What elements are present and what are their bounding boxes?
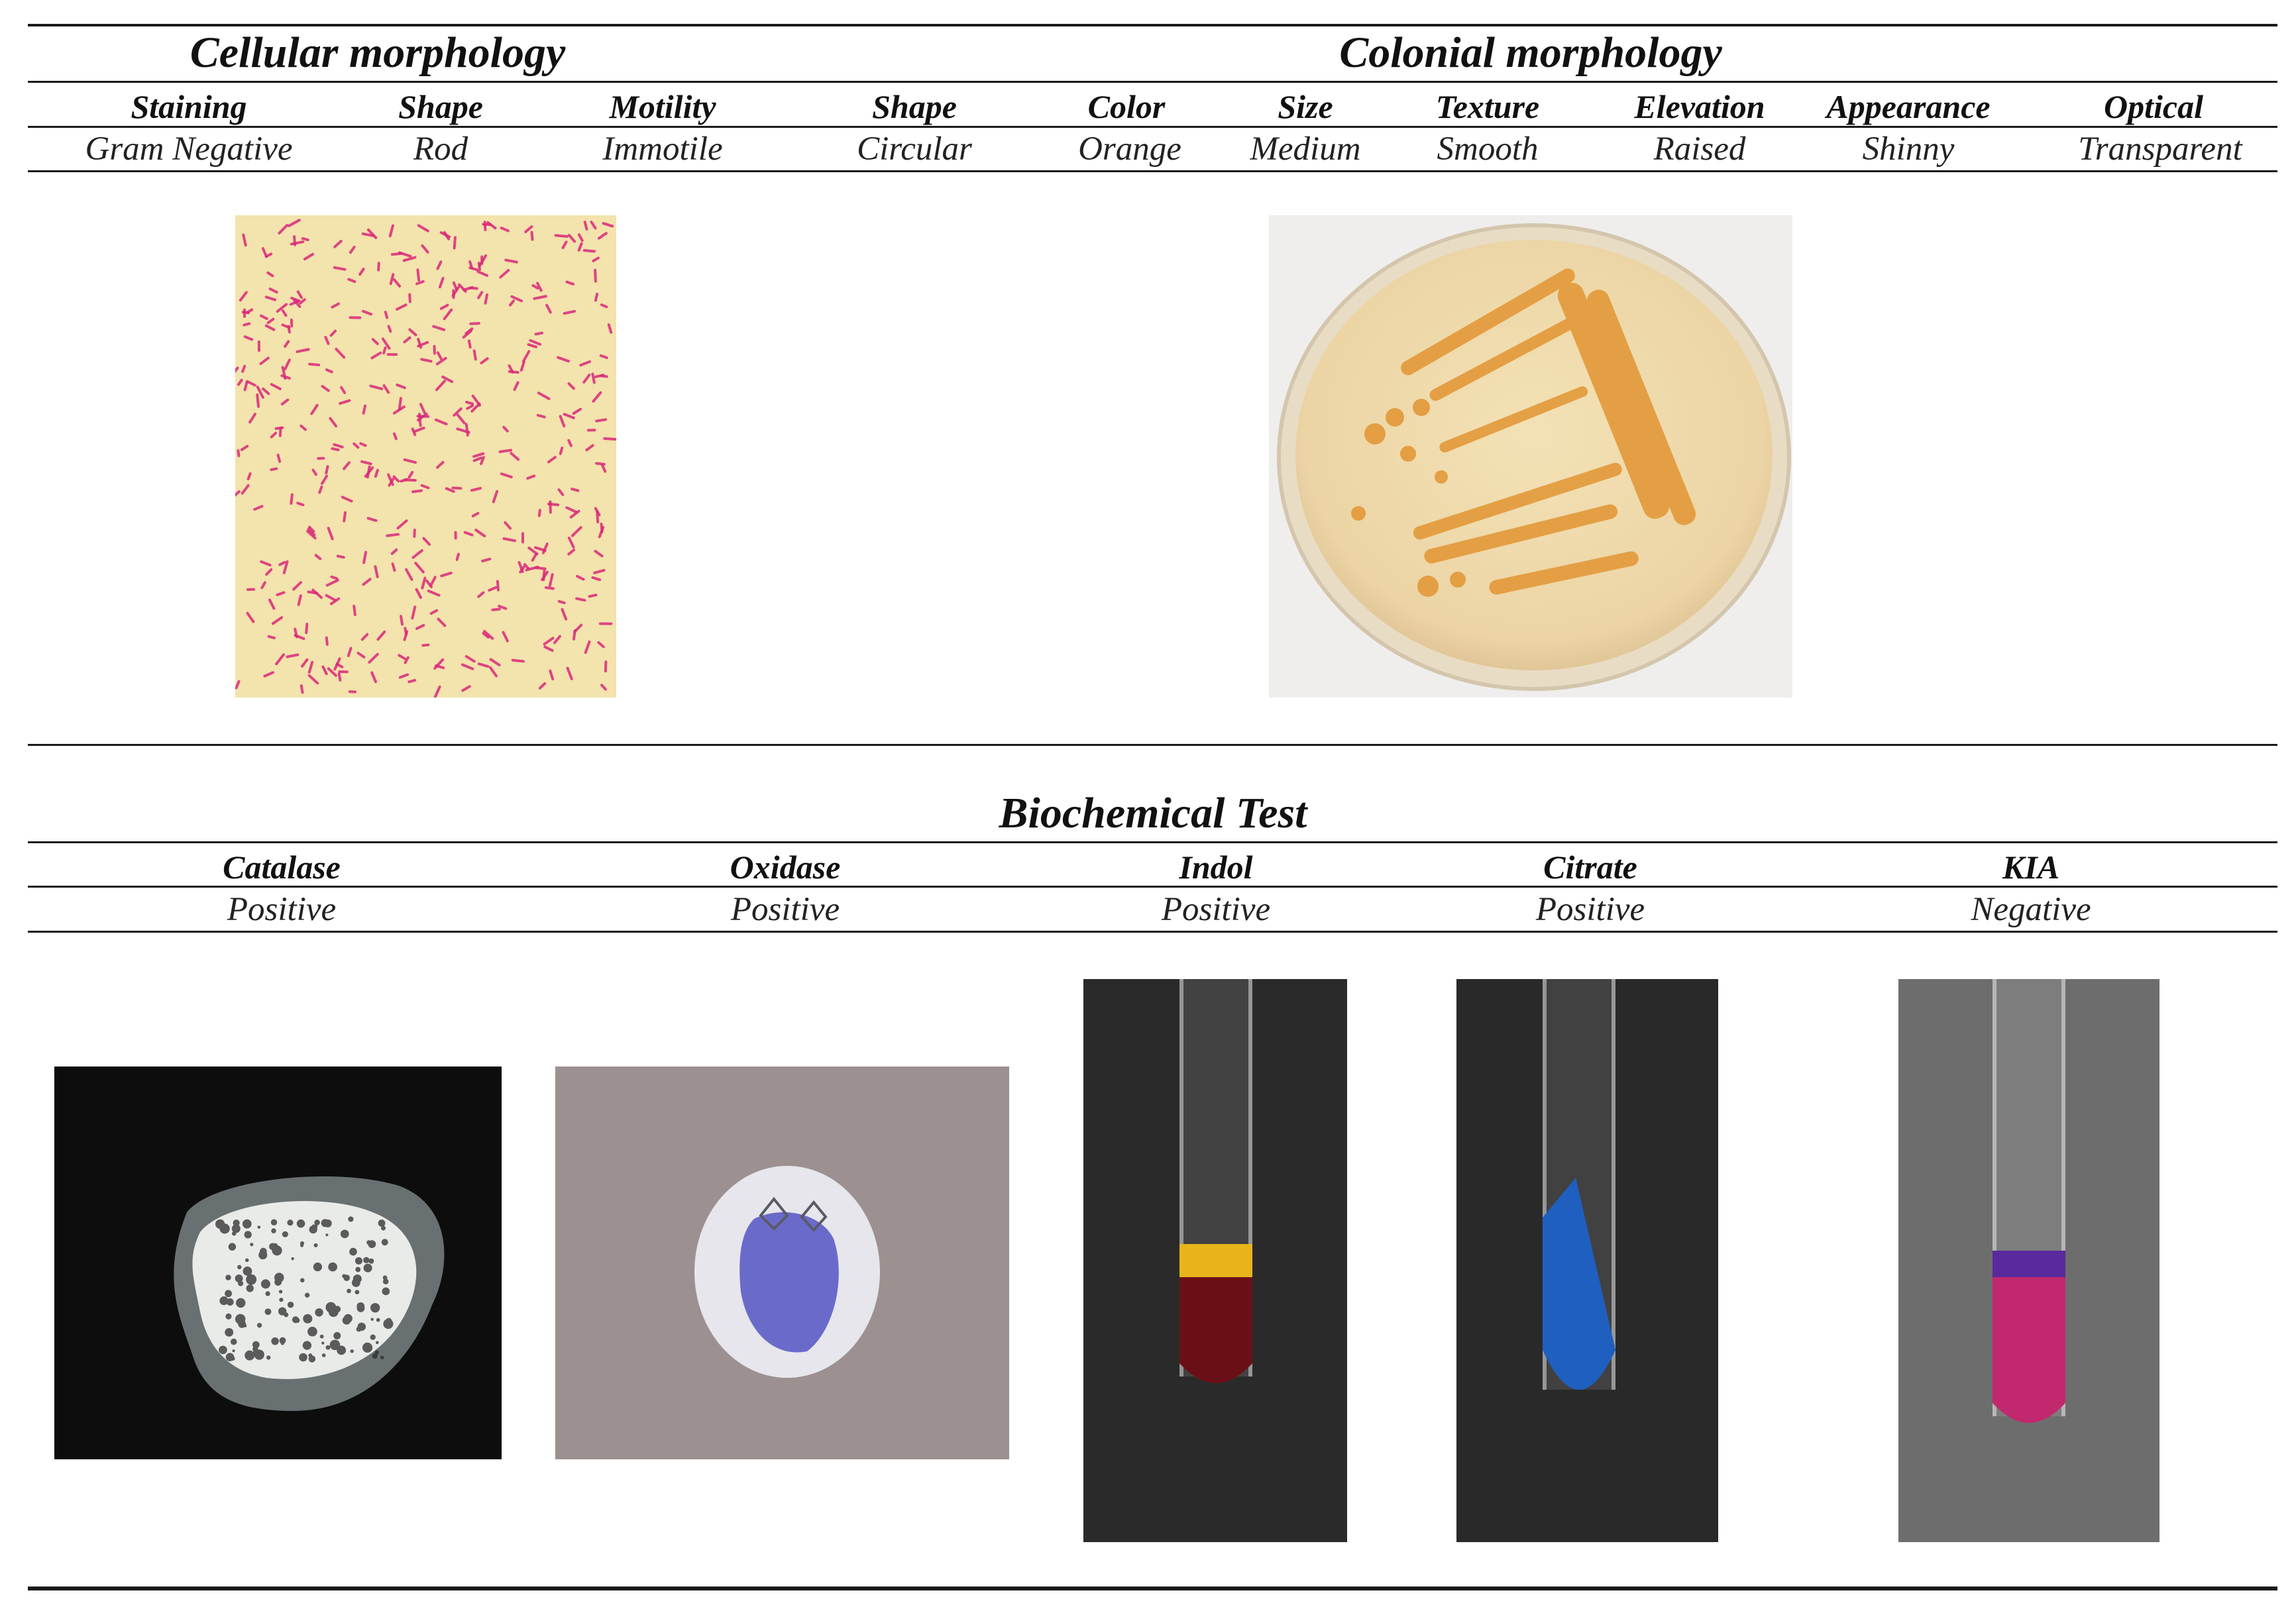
header-elevation: Elevation <box>1634 88 1765 125</box>
value-staining: Gram Negative <box>85 130 293 168</box>
biochemical-header-rule <box>28 886 2277 888</box>
mid-rule <box>28 744 2277 746</box>
header-citrate: Citrate <box>1543 849 1637 886</box>
citrate-tube-photo <box>1456 979 1718 1542</box>
value-indol: Positive <box>1161 891 1271 928</box>
header-kia: KIA <box>2002 849 2060 886</box>
value-catalase: Positive <box>227 891 337 928</box>
value-optical: Transparent <box>2078 130 2242 168</box>
header-size: Size <box>1278 88 1333 125</box>
header-staining: Staining <box>131 88 247 125</box>
value-color: Orange <box>1078 130 1181 168</box>
value-texture: Smooth <box>1437 130 1539 168</box>
header-optical: Optical <box>2104 88 2203 125</box>
kia-tube-photo <box>1898 979 2159 1542</box>
biochemical-title-rule <box>28 841 2277 843</box>
header-cell-shape: Shape <box>398 88 483 125</box>
cellular-morphology-title: Cellular morphology <box>190 28 566 77</box>
header-motility: Motility <box>609 88 716 125</box>
header-rule <box>28 126 2277 128</box>
colony-streaks <box>1401 268 1696 595</box>
indol-tube-photo <box>1083 979 1347 1542</box>
value-appearance: Shinny <box>1862 130 1955 168</box>
header-colony-shape: Shape <box>872 88 957 125</box>
header-oxidase: Oxidase <box>730 849 841 886</box>
oxidase-photo <box>555 1067 1009 1459</box>
header-appearance: Appearance <box>1826 88 1991 125</box>
value-oxidase: Positive <box>730 891 840 928</box>
value-citrate: Positive <box>1535 891 1645 928</box>
header-indol: Indol <box>1179 849 1253 886</box>
colonial-morphology-title: Colonial morphology <box>1339 28 1722 77</box>
value-motility: Immotile <box>602 130 723 168</box>
biochemical-test-title: Biochemical Test <box>999 789 1307 837</box>
value-kia: Negative <box>1971 891 2091 928</box>
value-rule <box>28 170 2277 172</box>
bottom-rule <box>28 1587 2277 1590</box>
header-color: Color <box>1087 88 1166 125</box>
top-rule <box>28 24 2277 26</box>
value-elevation: Raised <box>1653 130 1746 168</box>
catalase-photo <box>54 1067 502 1459</box>
biochemical-value-rule <box>28 931 2277 933</box>
gram-stain-micrograph <box>235 215 616 698</box>
section-rule <box>28 81 2277 83</box>
header-texture: Texture <box>1435 88 1540 125</box>
value-colony-shape: Circular <box>857 130 972 168</box>
value-size: Medium <box>1250 130 1361 168</box>
petri-dish-photo <box>1269 215 1792 698</box>
header-catalase: Catalase <box>223 849 341 886</box>
value-cell-shape: Rod <box>413 130 468 168</box>
